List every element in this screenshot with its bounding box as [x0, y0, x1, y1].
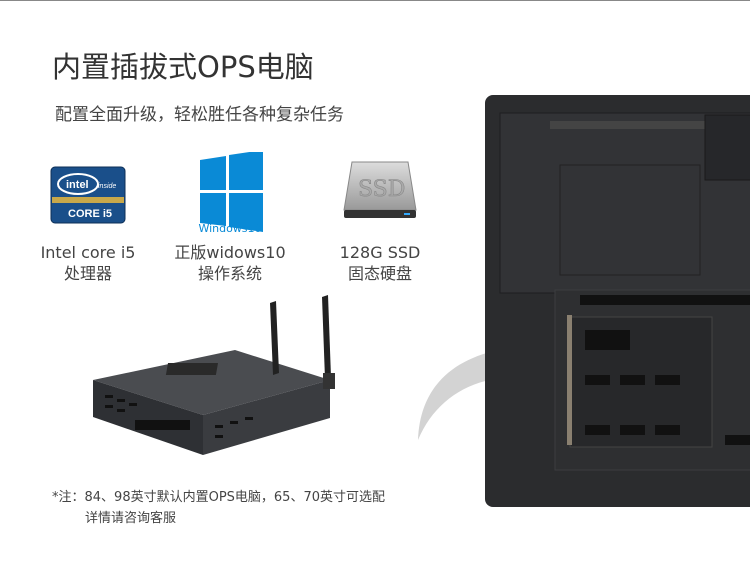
feature-cpu-sub: 处理器: [63, 264, 112, 283]
footnote-line2: 详情请咨询客服: [85, 511, 177, 526]
feature-os-sub: 操作系统: [197, 264, 262, 283]
feature-storage-sub: 固态硬盘: [347, 264, 412, 283]
display-back-panel-image: [485, 95, 750, 507]
feature-os-label: 正版widows10: [174, 243, 286, 262]
windows-10-wordmark: Windows10: [198, 222, 262, 235]
feature-storage: SSD 128G SSD 固态硬盘: [310, 152, 450, 284]
page-title: 内置插拔式OPS电脑: [52, 50, 314, 84]
svg-text:CORE i5: CORE i5: [68, 208, 112, 220]
ops-computer-image: [93, 295, 335, 455]
feature-os: Windows10 正版widows10 操作系统: [160, 152, 300, 284]
top-divider: [0, 0, 750, 1]
windows-10-logo: [160, 152, 300, 242]
ssd-drive-icon: SSD: [310, 152, 450, 242]
svg-text:SSD: SSD: [358, 177, 405, 202]
page-subtitle: 配置全面升级，轻松胜任各种复杂任务: [55, 105, 344, 125]
svg-text:intel: intel: [66, 179, 89, 191]
footnote: *注：84、98英寸默认内置OPS电脑，65、70英寸可选配 详情请咨询客服: [52, 487, 385, 529]
intel-core-i5-logo: intel inside CORE i5: [18, 152, 158, 242]
feature-cpu: intel inside CORE i5 Intel core i5 处理器: [18, 152, 158, 284]
svg-text:inside: inside: [98, 183, 116, 190]
feature-storage-label: 128G SSD: [339, 243, 421, 262]
footnote-line1: *注：84、98英寸默认内置OPS电脑，65、70英寸可选配: [52, 490, 385, 505]
feature-cpu-label: Intel core i5: [40, 243, 136, 262]
